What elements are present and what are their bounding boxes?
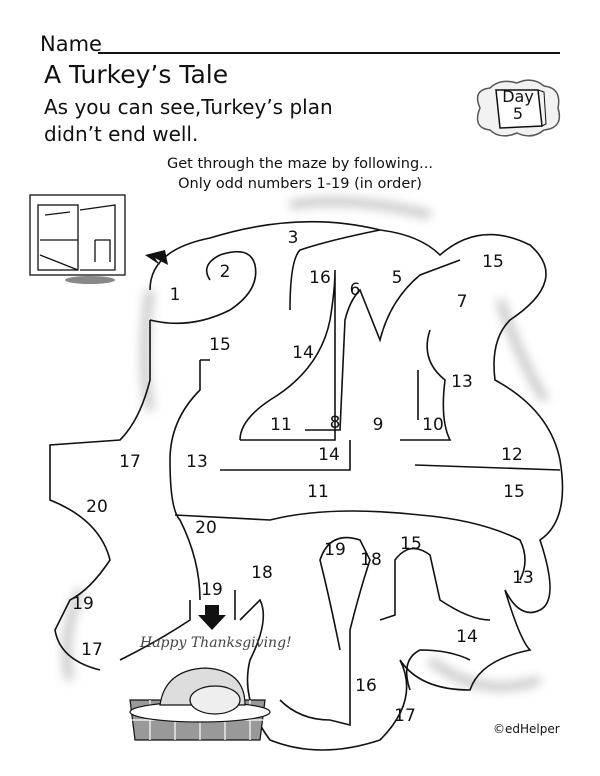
maze-number: 16	[355, 676, 377, 696]
happy-thanksgiving-caption: Happy Thanksgiving!	[140, 635, 292, 651]
maze-number: 20	[195, 518, 217, 538]
maze-number: 18	[251, 563, 273, 583]
name-label: Name	[40, 32, 102, 56]
copyright: ©edHelper	[493, 722, 560, 736]
instructions-line-2: Only odd numbers 1-19 (in order)	[178, 176, 422, 192]
maze-number: 13	[186, 452, 208, 472]
maze-walls	[49, 220, 564, 751]
day-number: 5	[512, 104, 524, 123]
barn-door-illustration	[29, 194, 126, 284]
maze-number: 11	[307, 482, 329, 502]
maze-number: 7	[456, 292, 468, 312]
maze-number: 17	[394, 706, 416, 726]
maze-number: 14	[318, 445, 340, 465]
end-arrow-icon	[198, 605, 226, 630]
maze-number: 6	[349, 280, 361, 300]
day-text: Day	[502, 87, 534, 106]
subtitle-line-1: As you can see,Turkey’s plan	[44, 95, 333, 119]
maze-number: 17	[81, 640, 103, 660]
maze-number: 3	[287, 228, 299, 248]
maze-number: 11	[270, 415, 292, 435]
maze-number: 2	[219, 262, 231, 282]
maze-number: 12	[501, 445, 523, 465]
maze-number: 15	[503, 482, 525, 502]
maze-number: 13	[512, 568, 534, 588]
maze-number: 9	[372, 415, 384, 435]
maze-number: 13	[451, 372, 473, 392]
maze-number: 15	[400, 534, 422, 554]
maze-number: 16	[309, 268, 331, 288]
maze-number: 20	[86, 497, 108, 517]
instructions-line-1: Get through the maze by following...	[167, 156, 433, 172]
maze-number: 18	[360, 550, 382, 570]
start-arrow-icon	[145, 250, 168, 265]
maze-number: 1	[169, 285, 181, 305]
maze-number: 8	[329, 413, 341, 433]
maze-number: 19	[324, 540, 346, 560]
day-label: Day 5	[498, 88, 538, 122]
turkey-platter-illustration	[129, 667, 271, 741]
calendar-badge-icon	[476, 79, 561, 137]
maze-number: 15	[482, 252, 504, 272]
maze-number: 19	[201, 580, 223, 600]
maze-number: 17	[119, 452, 141, 472]
maze-shadows	[62, 197, 549, 692]
maze-number: 10	[422, 415, 444, 435]
maze-number: 14	[456, 627, 478, 647]
name-field[interactable]	[98, 52, 560, 54]
page-title: A Turkey’s Tale	[44, 60, 229, 89]
maze-number: 5	[391, 268, 403, 288]
maze-number: 14	[292, 343, 314, 363]
maze-number: 15	[209, 335, 231, 355]
subtitle-line-2: didn’t end well.	[44, 122, 199, 146]
maze-number: 19	[72, 594, 94, 614]
